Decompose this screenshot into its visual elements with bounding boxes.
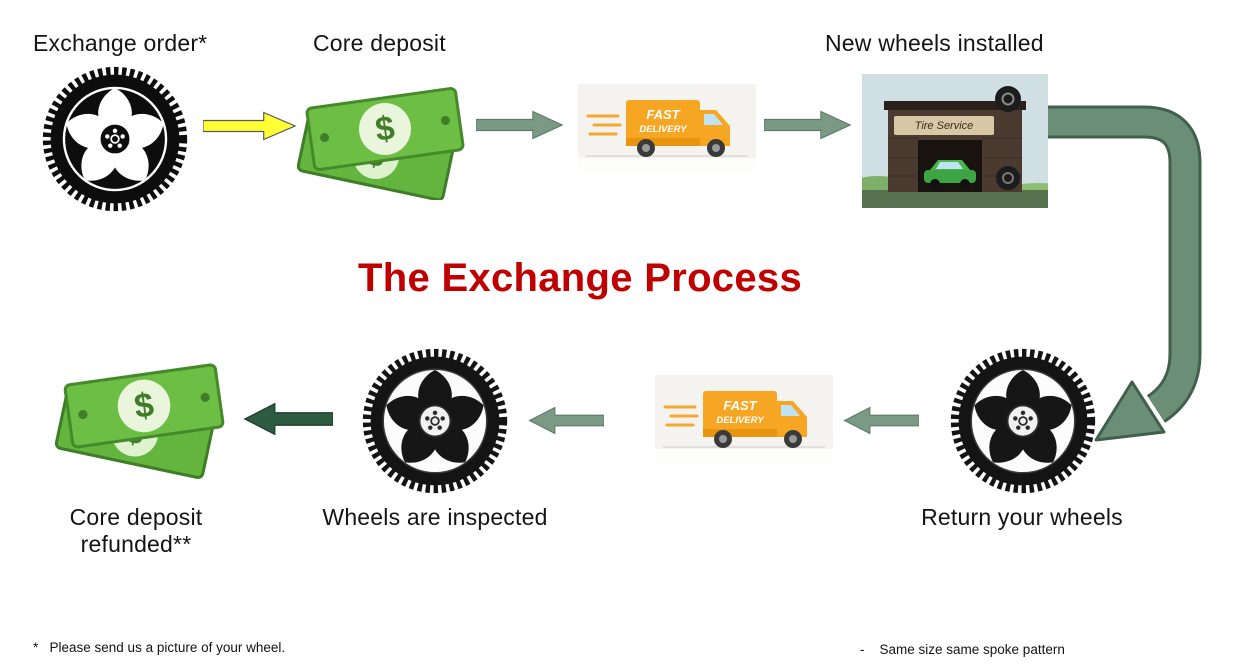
footnotes-left: * Please send us a picture of your wheel… [33,590,285,666]
money-icon: $ $ [296,87,465,200]
truck-text-fast: FAST [723,398,757,413]
delivery-truck-image: FAST DELIVERY [655,375,833,463]
green-arrow-left-icon [528,406,604,435]
silver-wheel-icon [950,348,1096,494]
refund-money-icon: $ $ [54,363,225,480]
black-wheel-icon [42,66,188,212]
truck-text-fast: FAST [646,107,680,122]
dollar-bill-front: $ [63,363,225,449]
truck-text-delivery: DELIVERY [639,124,688,135]
core-deposit-label: Core deposit [313,30,446,56]
exchange-order-label: Exchange order* [33,30,208,56]
core-deposit-refunded-label: Core deposit refunded** [26,504,246,558]
shop-sign [894,116,994,135]
tire-service-shop-image: Tire Service [862,74,1048,208]
delivery-truck-image: FAST DELIVERY [578,84,756,172]
wheels-are-inspected-label: Wheels are inspected [322,504,548,530]
truck-body [626,100,700,146]
yellow-arrow-icon [203,111,297,141]
diagram-title: The Exchange Process [358,256,802,300]
green-arrow-icon [476,110,564,140]
green-arrow-icon [764,110,852,140]
core-deposit-refunded-line2: refunded** [80,531,192,557]
green-arrow-left-icon [843,406,919,435]
shop-sign-text: Tire Service [915,120,974,132]
speed-lines [663,405,699,427]
footnote-same-size: - Same size same spoke pattern [860,642,1065,658]
core-deposit-refunded-line1: Core deposit [69,504,203,530]
curved-arrow-icon [1048,105,1202,442]
truck-text-delivery: DELIVERY [716,415,765,426]
truck-body [703,391,777,437]
footnotes-right: - Same size same spoke pattern - No chro… [860,592,1125,666]
dollar-bill-front: $ [305,87,465,171]
footnote-picture-of-wheel: * Please send us a picture of your wheel… [33,640,286,656]
dark-green-arrow-left-icon [243,402,333,436]
speed-lines [586,114,622,136]
inspected-wheel-icon [362,348,508,494]
new-wheels-installed-label: New wheels installed [825,30,1044,56]
return-your-wheels-label: Return your wheels [921,504,1123,530]
